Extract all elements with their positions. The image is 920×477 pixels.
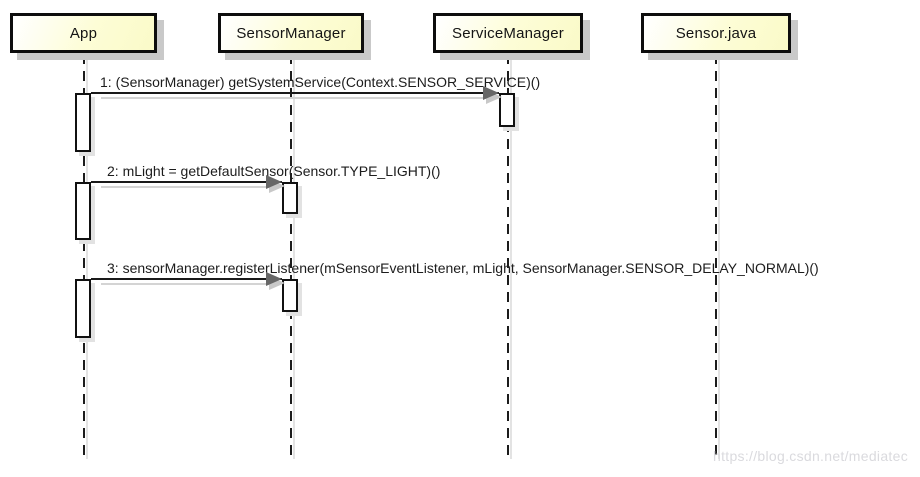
activation-bar-app-3 <box>75 279 91 338</box>
activation-bar-sensormanager-2 <box>282 182 298 214</box>
message-line <box>91 181 282 183</box>
actor-box-app: App <box>10 13 157 53</box>
message-line <box>91 278 282 280</box>
message-arrowhead <box>266 175 282 189</box>
message-line <box>91 92 499 94</box>
message-line-shadow <box>101 97 495 99</box>
watermark-url: https://blog.csdn.net/mediatec <box>713 448 908 464</box>
lifeline-app <box>83 54 88 459</box>
actor-label: ServiceManager <box>451 24 565 42</box>
lifeline-shadow <box>718 58 720 459</box>
lifeline-servicemanager <box>507 54 512 459</box>
lifeline-shadow <box>293 58 295 459</box>
actor-label: App <box>69 24 98 42</box>
message-line-shadow <box>101 283 278 285</box>
lifeline-sensormanager <box>290 54 295 459</box>
message-arrowhead <box>483 86 499 100</box>
actor-label: SensorManager <box>236 24 346 42</box>
actor-box-sensormanager: SensorManager <box>218 13 364 53</box>
lifeline-shadow <box>510 58 512 459</box>
lifeline-dash <box>83 54 85 455</box>
activation-bar-app-1 <box>75 93 91 152</box>
activation-bar-servicemanager-1 <box>499 93 515 127</box>
message-2-label: 2: mLight = getDefaultSensor(Sensor.TYPE… <box>107 163 441 179</box>
lifeline-sensorjava <box>715 54 720 459</box>
lifeline-shadow <box>86 58 88 459</box>
activation-bar-sensormanager-3 <box>282 279 298 312</box>
actor-box-servicemanager: ServiceManager <box>433 13 583 53</box>
lifeline-dash <box>507 54 509 455</box>
message-line-shadow <box>101 186 278 188</box>
lifeline-dash <box>290 54 292 455</box>
message-3-label: 3: sensorManager.registerListener(mSenso… <box>107 260 819 276</box>
lifeline-dash <box>715 54 717 455</box>
activation-bar-app-2 <box>75 182 91 240</box>
message-1-label: 1: (SensorManager) getSystemService(Cont… <box>100 74 541 90</box>
actor-label: Sensor.java <box>675 24 757 42</box>
message-arrowhead <box>266 272 282 286</box>
actor-box-sensorjava: Sensor.java <box>641 13 791 53</box>
